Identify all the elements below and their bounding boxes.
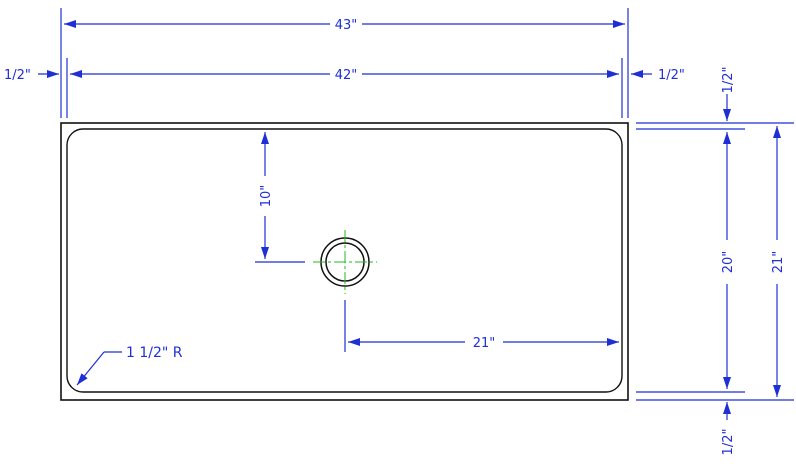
label-wall-right: 1/2" xyxy=(658,68,685,83)
drain xyxy=(313,230,377,294)
label-wall-left: 1/2" xyxy=(4,68,31,83)
inner-outline xyxy=(66,128,623,393)
label-overall-width: 43" xyxy=(335,18,358,33)
label-wall-top: 1/2" xyxy=(721,67,736,94)
label-drain-from-top: 10" xyxy=(259,185,274,208)
label-overall-depth: 21" xyxy=(771,251,786,274)
label-wall-bottom: 1/2" xyxy=(721,429,736,456)
label-inner-width: 42" xyxy=(335,68,358,83)
label-inner-depth: 20" xyxy=(721,251,736,274)
label-drain-from-right: 21" xyxy=(473,336,496,351)
label-corner-radius: 1 1/2" R xyxy=(126,345,183,361)
outer-outline xyxy=(60,122,629,401)
